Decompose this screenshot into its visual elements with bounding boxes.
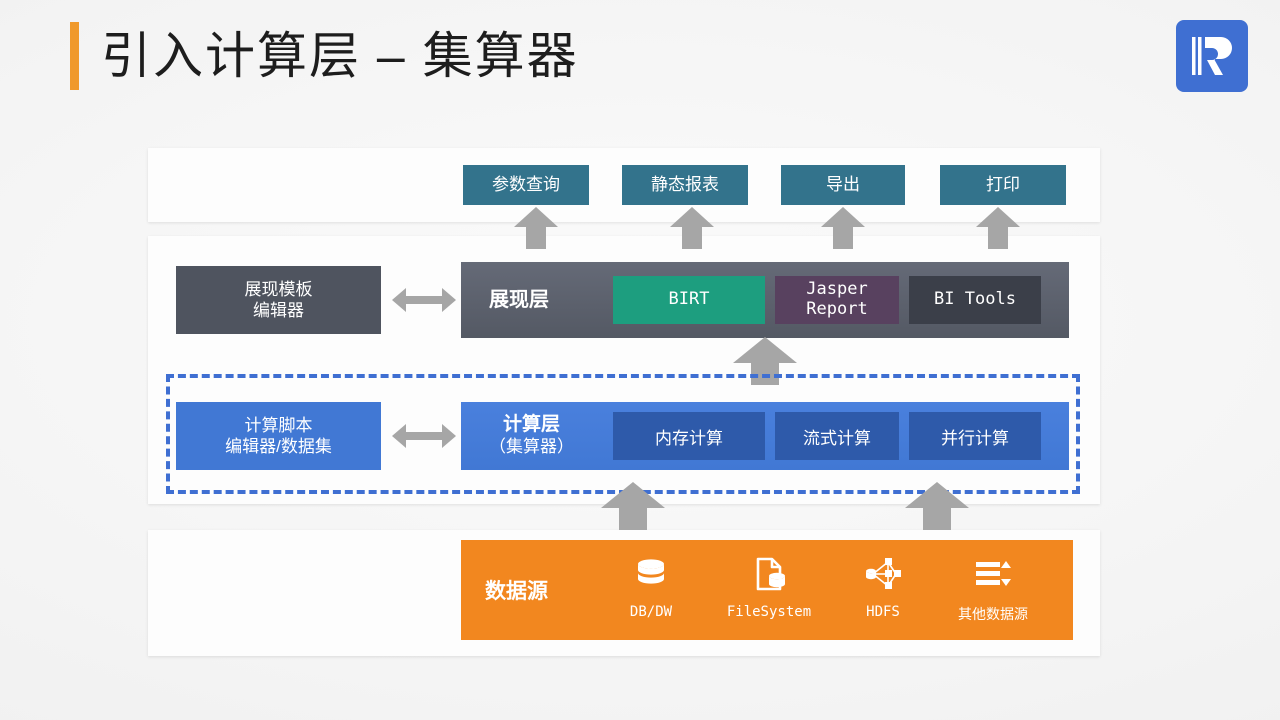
- data-source-item-filesystem[interactable]: FileSystem: [709, 552, 829, 620]
- script-editor-line2: 编辑器/数据集: [225, 437, 332, 456]
- title-text: 引入计算层 – 集算器: [101, 28, 579, 84]
- database-icon: [631, 552, 671, 596]
- arrow-up-icon: [514, 207, 558, 249]
- script-editor-line1: 计算脚本: [244, 415, 313, 435]
- data-source-label: 数据源: [485, 580, 548, 603]
- compute-feature-parallel[interactable]: 并行计算: [909, 412, 1041, 460]
- file-system-icon: [749, 552, 789, 596]
- arrow-up-icon: [976, 207, 1020, 249]
- data-source-item-db-dw[interactable]: DB/DW: [591, 552, 711, 620]
- data-source-label-db-dw: DB/DW: [629, 604, 673, 620]
- compute-layer-label: 计算层 （集算器）: [489, 402, 574, 470]
- tool-chip-bi-tools[interactable]: BI Tools: [909, 276, 1041, 324]
- tool-chip-jasper-report[interactable]: Jasper Report: [775, 276, 899, 324]
- arrow-up-icon: [821, 207, 865, 249]
- title-accent-bar: [70, 22, 79, 90]
- data-source-label-other: 其他数据源: [958, 606, 1028, 622]
- logo-glyph-icon: [1192, 37, 1232, 75]
- double-arrow-icon: [392, 288, 456, 312]
- data-source-label-hdfs: HDFS: [866, 604, 900, 620]
- arrow-up-icon: [670, 207, 714, 249]
- tpl-editor-line1: 展现模板: [244, 279, 313, 299]
- compute-feature-memory[interactable]: 内存计算: [613, 412, 765, 460]
- data-source-label-filesystem: FileSystem: [726, 604, 812, 620]
- output-button-static-report[interactable]: 静态报表: [622, 165, 748, 205]
- double-arrow-icon: [392, 424, 456, 448]
- tpl-editor-line2: 编辑器: [253, 301, 304, 320]
- output-button-param-query[interactable]: 参数查询: [463, 165, 589, 205]
- hdfs-network-icon: [862, 552, 904, 596]
- compute-label-line2: （集算器）: [489, 437, 574, 457]
- presentation-layer-label: 展现层: [489, 288, 549, 311]
- compute-feature-stream[interactable]: 流式计算: [775, 412, 899, 460]
- presentation-template-editor[interactable]: 展现模板 编辑器: [176, 266, 381, 334]
- arrow-up-icon: [733, 337, 797, 385]
- output-button-print[interactable]: 打印: [940, 165, 1066, 205]
- compute-script-editor[interactable]: 计算脚本 编辑器/数据集: [176, 402, 381, 470]
- data-source-band: 数据源 DB/DW FileSystem: [461, 540, 1073, 640]
- tool-chip-birt[interactable]: BIRT: [613, 276, 765, 324]
- arrow-up-icon: [905, 482, 969, 530]
- page-title: 引入计算层 – 集算器: [70, 22, 579, 90]
- output-button-export[interactable]: 导出: [781, 165, 905, 205]
- data-source-item-hdfs[interactable]: HDFS: [823, 552, 943, 620]
- tool-chip-jasper-label: Jasper Report: [806, 279, 868, 319]
- raqsoft-logo: [1176, 20, 1248, 92]
- other-sources-icon: [972, 552, 1014, 596]
- compute-label-line1: 计算层: [502, 414, 560, 436]
- arrow-up-icon: [601, 482, 665, 530]
- data-source-item-other[interactable]: 其他数据源: [933, 552, 1053, 624]
